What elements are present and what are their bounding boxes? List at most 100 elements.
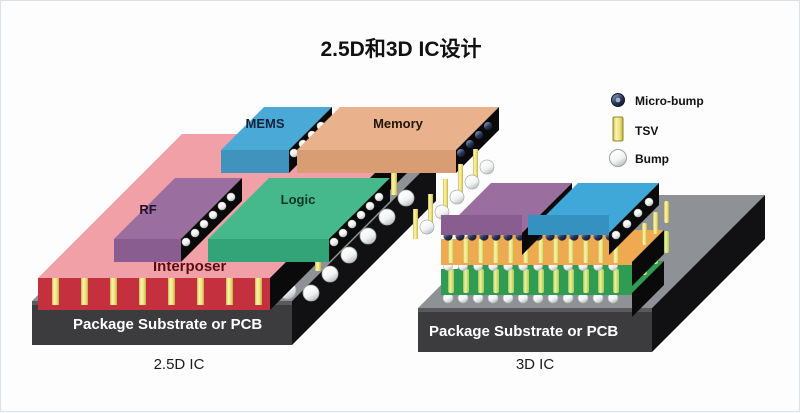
micro-bump bbox=[466, 140, 474, 148]
pcb-front-highlight-3d bbox=[418, 308, 652, 312]
interposer-label: Interposer bbox=[153, 258, 227, 275]
mems-die-top bbox=[221, 107, 332, 150]
two-half-d-ic-structure: Package Substrate or PCB bbox=[32, 107, 499, 373]
tsv bbox=[553, 269, 559, 293]
legend-label-bump: Bump bbox=[635, 152, 669, 166]
tsv bbox=[458, 164, 463, 194]
tsv bbox=[538, 239, 544, 263]
micro-bump bbox=[611, 230, 621, 240]
tsv bbox=[642, 223, 647, 245]
memory-die-top bbox=[297, 107, 499, 150]
tsv bbox=[197, 278, 204, 305]
legend-item-bump: Bump bbox=[609, 149, 669, 167]
tsv-row-front-2p5d bbox=[52, 278, 262, 305]
bump bbox=[302, 284, 320, 302]
legend-label-tsv: TSV bbox=[635, 124, 658, 138]
blue-die-front-3d bbox=[528, 215, 609, 235]
micro-bump-row-3d-right-face bbox=[611, 197, 654, 240]
tsv bbox=[523, 269, 529, 293]
tsv bbox=[493, 239, 499, 263]
tsv bbox=[463, 239, 469, 263]
tsv bbox=[139, 278, 146, 305]
micro-bump bbox=[226, 192, 236, 202]
bump bbox=[419, 219, 435, 235]
pcb-right-side bbox=[292, 157, 436, 345]
tsv bbox=[598, 239, 604, 263]
tsv bbox=[226, 278, 233, 305]
micro-bump bbox=[208, 210, 218, 220]
bump-icon bbox=[609, 149, 627, 167]
caption-2p5d: 2.5D IC bbox=[154, 356, 205, 373]
tsv bbox=[553, 239, 559, 263]
bump bbox=[464, 174, 480, 190]
micro-bump bbox=[347, 219, 357, 229]
tsv bbox=[448, 239, 454, 263]
tsv bbox=[508, 269, 514, 293]
orange-die-right-3d bbox=[632, 230, 664, 286]
micro-bump bbox=[644, 197, 654, 207]
micro-bump bbox=[356, 210, 366, 220]
tsv bbox=[583, 239, 589, 263]
caption-3d: 3D IC bbox=[516, 356, 555, 373]
logic-die-right-side bbox=[329, 178, 390, 262]
logic-die-front bbox=[208, 239, 329, 262]
micro-bump bbox=[365, 201, 375, 211]
micro-bump bbox=[633, 208, 643, 218]
micro-bump bbox=[289, 148, 299, 158]
pcb-label-3d: Package Substrate or PCB bbox=[429, 323, 618, 340]
micro-bump bbox=[190, 228, 200, 238]
tsv bbox=[538, 269, 544, 293]
tsv bbox=[463, 269, 469, 293]
micro-bump bbox=[199, 219, 209, 229]
memory-die-label: Memory bbox=[373, 116, 424, 131]
tsv-row-upper-right-2p5d bbox=[413, 149, 495, 239]
tsv-icon bbox=[612, 116, 624, 142]
rf-die-label: RF bbox=[139, 202, 156, 217]
legend-item-micro-bump: Micro-bump bbox=[611, 93, 704, 108]
tsv bbox=[598, 269, 604, 293]
micro-bump bbox=[181, 237, 191, 247]
tsv bbox=[508, 239, 514, 263]
legend-label-micro-bump: Micro-bump bbox=[635, 94, 704, 108]
bump bbox=[340, 246, 358, 264]
micro-bump bbox=[217, 201, 227, 211]
tsv-row-green-3d bbox=[448, 269, 619, 293]
micro-bump-icon-core bbox=[615, 97, 621, 103]
rf-die-front bbox=[114, 239, 181, 262]
tsv bbox=[664, 231, 669, 253]
micro-bump bbox=[374, 192, 384, 202]
bump bbox=[449, 189, 465, 205]
tsv bbox=[168, 278, 175, 305]
micro-bump bbox=[622, 219, 632, 229]
micro-bump bbox=[475, 131, 483, 139]
tsv bbox=[448, 269, 454, 293]
legend: Micro-bump TSV Bump bbox=[609, 93, 704, 167]
tsv bbox=[255, 278, 262, 305]
tsv bbox=[443, 179, 448, 209]
tsv bbox=[478, 269, 484, 293]
tsv bbox=[81, 278, 88, 305]
tsv bbox=[568, 269, 574, 293]
tsv bbox=[413, 209, 418, 239]
micro-bump-row-memory-side bbox=[457, 122, 492, 157]
interposer-front-face bbox=[38, 278, 270, 310]
micro-bump bbox=[457, 149, 465, 157]
three-d-ic-structure: Package Substrate or PCB bbox=[418, 183, 765, 373]
tsv bbox=[493, 269, 499, 293]
tsv bbox=[583, 269, 589, 293]
pcb-front-face-3d bbox=[418, 308, 652, 352]
tsv bbox=[473, 149, 478, 179]
rf-die-right-side bbox=[181, 178, 242, 262]
tsv bbox=[110, 278, 117, 305]
micro-bump-row-logic-side bbox=[329, 192, 384, 247]
mems-die-label: MEMS bbox=[246, 116, 285, 131]
bump bbox=[359, 227, 377, 245]
bump bbox=[479, 159, 495, 175]
tsv bbox=[478, 239, 484, 263]
micro-bump-row-rf-side bbox=[181, 192, 236, 247]
green-die-right-3d bbox=[632, 261, 664, 317]
tsv bbox=[653, 212, 658, 234]
micro-bump bbox=[484, 122, 492, 130]
